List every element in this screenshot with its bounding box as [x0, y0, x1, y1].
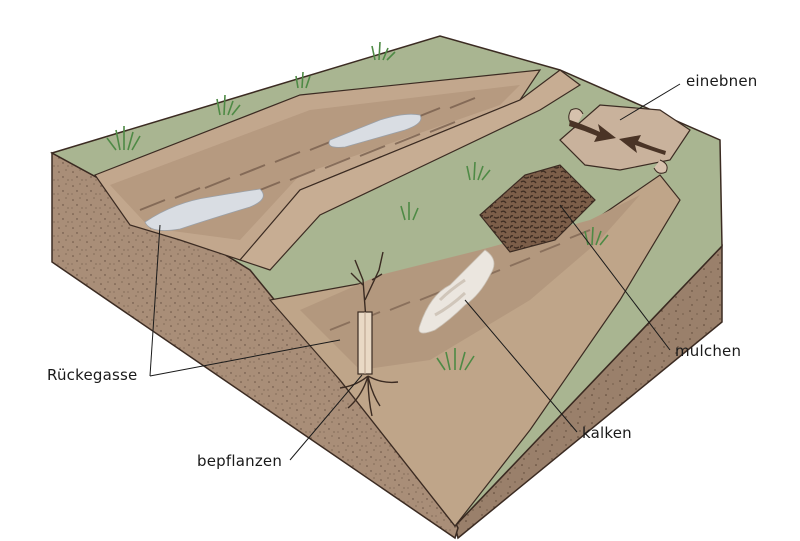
label-bepflanzen: bepflanzen	[197, 452, 283, 470]
grass-tuft-icon	[106, 41, 609, 371]
water-puddle	[144, 188, 264, 231]
water-puddle	[328, 113, 422, 148]
mulch-patch	[479, 164, 596, 253]
label-mulchen: mulchen	[675, 342, 742, 360]
leader-lines	[149, 83, 681, 461]
soil-ridge	[238, 69, 582, 271]
label-einebnen: einebnen	[686, 72, 758, 90]
sapling-with-tree-shelter-icon	[350, 251, 384, 375]
label-rueckegasse: Rückegasse	[47, 366, 138, 384]
leveling-arrows-icon	[569, 120, 666, 155]
leveled-soil	[559, 104, 691, 171]
label-kalken: kalken	[582, 424, 632, 442]
